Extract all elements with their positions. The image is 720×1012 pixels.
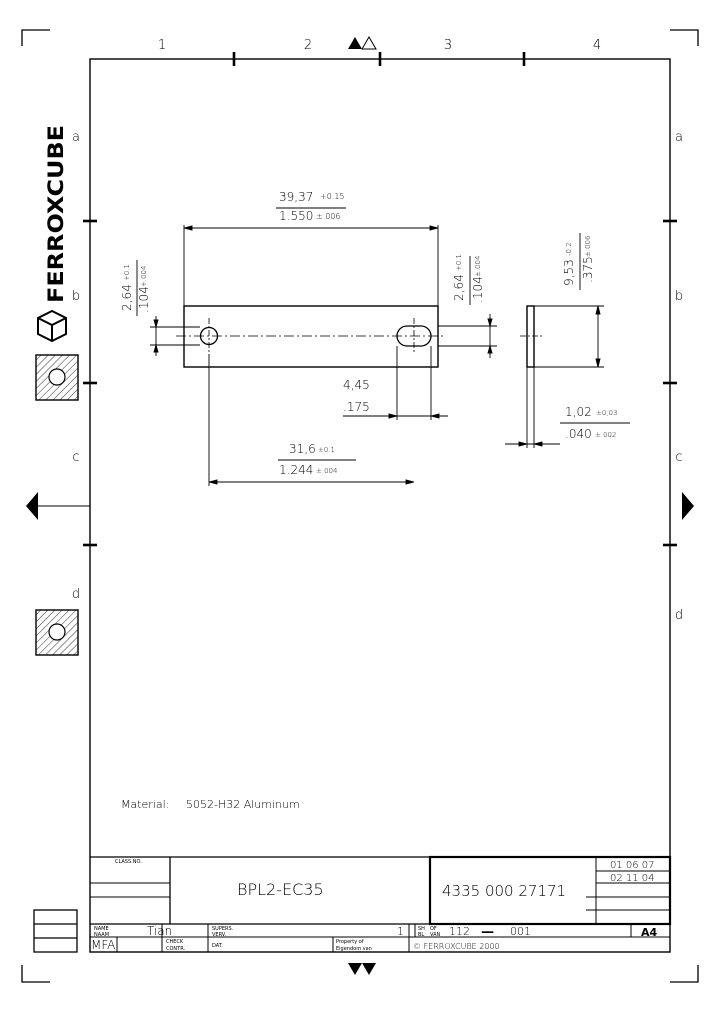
copyright: © FERROXCUBE 2000 [413,942,500,951]
supers-label-nl: VERV. [212,932,227,938]
zone-ticks [83,52,677,547]
sheet-number: 1 [397,925,404,938]
of-label-nl: VAN [430,932,441,938]
row-label-left-a: a [72,130,80,145]
row-label-right-c: c [675,450,682,465]
dimension-texts: 39,37 +0.15 1.550 ±.006 2,64 +0.1 .104 +… [120,190,617,477]
sheet-ref: 112 [449,925,470,938]
row-label-right-b: b [675,289,683,304]
dim-pitch-in-tol: ±.004 [316,467,337,475]
dim-length-in: 1.550 [279,209,313,223]
date-2: 02 11 04 [610,873,655,884]
date-1: 01 06 07 [610,860,655,871]
dim-slot-in: .175 [343,400,370,414]
of-label: OF [430,926,437,932]
part-front-view [176,305,446,368]
dim-left-hole-in: .104 [137,286,151,313]
dim-right-hole-mm: 2,64 [452,274,466,301]
row-labels: a b c d a b c d [72,130,683,623]
hatched-symbol-lower [35,609,79,656]
part-number: 4335 000 27171 [442,882,566,900]
drawing-border [89,58,671,953]
dim-height-mm-tol: -0.2 [565,242,573,256]
dim-height-in: .375 [581,256,595,283]
cube-icon [37,309,67,343]
class-no-label: CLASS.NO. [115,859,142,865]
check-label-nl: CONTR. [166,946,186,952]
name-label: NAME [94,926,109,932]
row-label-left-d: d [72,587,80,602]
dim-height-mm: 9,53 [562,259,576,286]
date-label: DAT. [212,943,223,949]
dim-length-in-tol: ±.006 [316,212,341,221]
dim-thickness-mm: 1,02 [565,405,592,419]
column-label-1: 1 [158,38,166,53]
row-label-right-a: a [675,130,683,145]
name-value: Tian [147,924,172,938]
hatched-symbol-upper [35,354,79,401]
unit-code: MFA [91,938,115,952]
centering-arrows [26,36,694,975]
column-label-2: 2 [304,38,312,53]
dim-left-hole-mm-tol: +0.1 [123,264,131,281]
dim-left-hole-mm: 2,64 [120,284,134,311]
dim-pitch-in: 1.244 [279,463,313,477]
material-note: Material: 5052-H32 Aluminum [121,798,300,811]
sheet-ref-dash: — [481,925,494,940]
dim-thickness-mm-tol: ±0,03 [596,409,617,417]
dim-slot-mm: 4,45 [343,378,370,392]
corner-marks [21,29,699,983]
dim-right-hole-in: .104 [471,276,485,303]
name-label-nl: NAAM [94,932,109,938]
dim-thickness-in-tol: ±.002 [595,431,616,439]
column-labels: 1 2 3 4 [158,38,601,53]
title-block [90,855,672,952]
sheet-label: SH [418,926,425,932]
product-name: BPL2-EC35 [237,880,324,899]
dim-height-in-tol: ±.006 [584,236,592,257]
title-block-texts: CLASS.NO. BPL2-EC35 4335 000 27171 01 06… [91,859,658,952]
dim-thickness-in: .040 [565,427,592,441]
dim-pitch-mm: 31,6 [289,442,316,456]
column-label-3: 3 [444,38,452,53]
column-label-4: 4 [593,38,601,53]
row-label-left-b: b [72,289,80,304]
dim-length-mm-tol: +0.15 [320,192,345,201]
part-side-view [520,305,542,368]
paper-format: A4 [641,926,658,939]
dim-right-hole-in-tol: ±.004 [474,256,482,277]
brand-wordmark: FERROXCUBE [44,125,68,303]
material-value: 5052-H32 Aluminum [186,798,300,811]
ferroxcube-logo: FERROXCUBE [37,125,68,343]
dim-pitch-mm-tol: ±0.1 [318,446,335,454]
dim-length-mm: 39,37 [279,190,313,204]
sheet-ref-2: 001 [510,925,531,938]
dimension-lines [136,207,630,486]
row-label-right-d: d [675,608,683,623]
check-label: CHECK [166,939,184,945]
row-label-left-c: c [72,450,79,465]
material-label: Material: [121,798,169,811]
property-label-nl: Eigendom van [336,946,372,952]
property-label: Property of [336,939,364,945]
dim-right-hole-mm-tol: +0.1 [455,254,463,271]
supers-label: SUPERS. [212,926,234,932]
dim-left-hole-in-tol: +.004 [140,266,148,287]
margin-box [33,909,78,953]
sheet-label-nl: BL [418,932,424,938]
